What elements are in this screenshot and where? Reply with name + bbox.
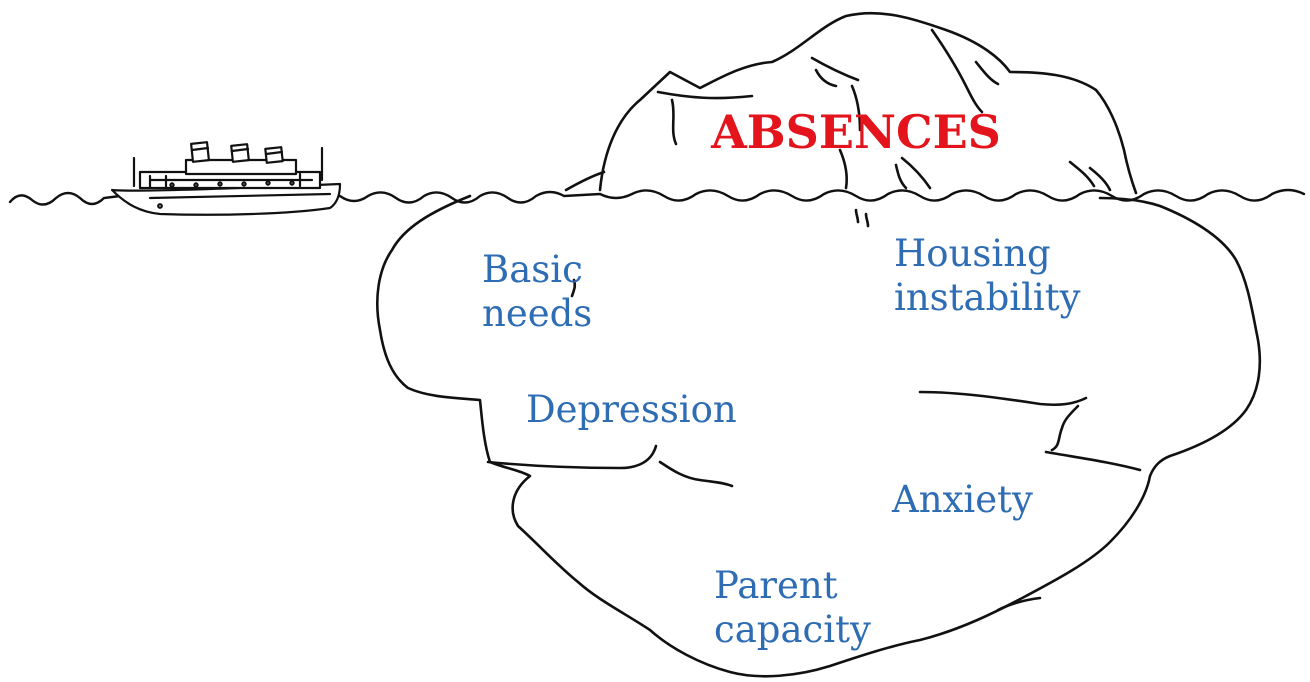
label-housing-line-2: instability bbox=[894, 276, 1081, 319]
label-anxiety: Anxiety bbox=[891, 478, 1033, 521]
steamship-icon bbox=[112, 142, 340, 215]
label-anxiety-line-1: Anxiety bbox=[891, 478, 1033, 521]
label-parent-capacity: Parent capacity bbox=[714, 564, 871, 651]
diagram-title: ABSENCES bbox=[710, 105, 1001, 159]
label-parent-capacity-line-2: capacity bbox=[714, 608, 871, 651]
label-basic-needs-line-2: needs bbox=[482, 292, 592, 335]
label-housing-instability: Housing instability bbox=[894, 232, 1081, 319]
label-parent-capacity-line-1: Parent bbox=[714, 564, 838, 607]
label-depression-line-1: Depression bbox=[526, 388, 737, 431]
label-basic-needs: Basic needs bbox=[482, 248, 595, 335]
iceberg-tip bbox=[566, 13, 1136, 193]
label-housing-line-1: Housing bbox=[894, 232, 1051, 275]
label-depression: Depression bbox=[526, 388, 737, 431]
label-basic-needs-line-1: Basic bbox=[482, 248, 583, 291]
